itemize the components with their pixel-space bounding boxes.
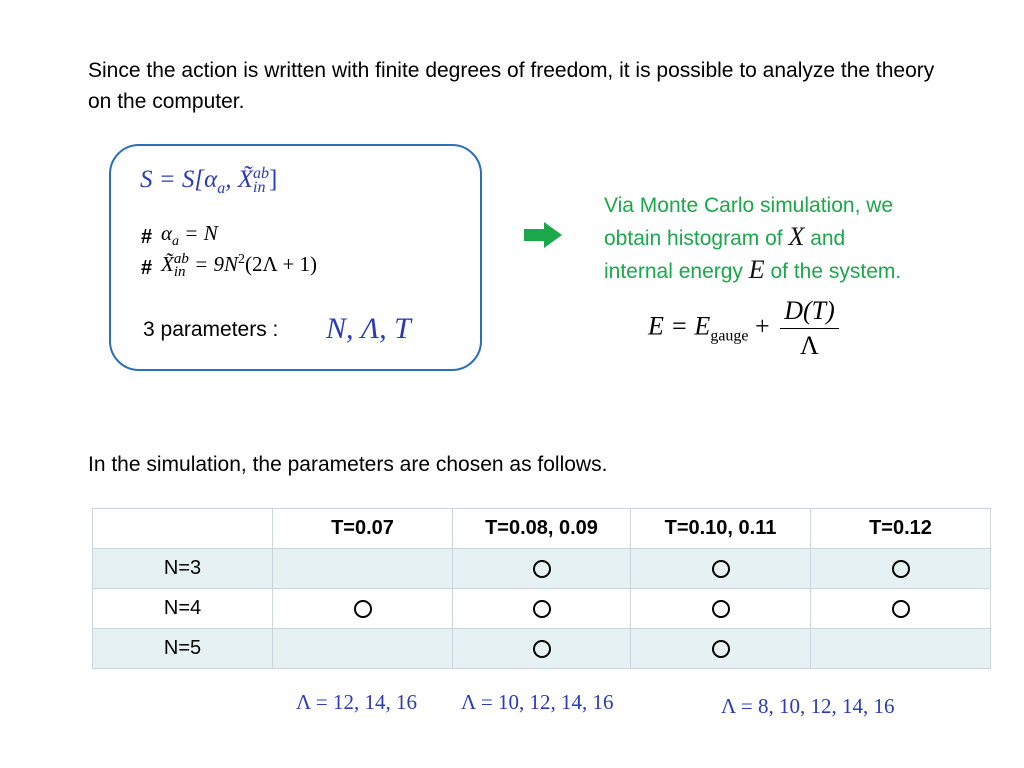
table-cell [810,628,991,669]
right-arrow-icon [524,222,562,248]
table-cell [630,548,811,589]
table-cell [452,588,631,629]
table-row: N=4 [92,588,991,629]
table-header-cell [92,508,273,549]
simulation-text: In the simulation, the parameters are ch… [88,453,608,476]
hash-marker-1: # [141,226,153,248]
circle-icon [353,599,372,618]
table-cell [630,628,811,669]
table-cell [452,628,631,669]
params-label: 3 parameters : [143,318,279,341]
table-header-cell: T=0.08, 0.09 [452,508,631,549]
circle-icon [532,559,551,578]
hash-marker-2: # [141,257,153,279]
table-row: N=3 [92,548,991,589]
var-x: X [788,222,805,251]
table-header-cell: T=0.07 [272,508,453,549]
lambda-values-1: Λ = 12, 14, 16 [296,690,418,714]
constraint-alpha: αa = N [161,221,218,250]
var-e: E [748,255,765,284]
circle-icon [711,639,730,658]
circle-icon [532,639,551,658]
table-cell [630,588,811,629]
mc-line-3: internal energy E of the system. [604,255,902,284]
circle-icon [891,599,910,618]
row-label: N=5 [92,628,273,669]
circle-icon [891,559,910,578]
table-row: N=5 [92,628,991,669]
table-cell [452,548,631,589]
lambda-values-3: Λ = 8, 10, 12, 14, 16 [721,694,895,718]
table-cell [810,548,991,589]
table-cell [810,588,991,629]
params-vars: N, Λ, T [326,312,411,345]
table-cell [272,588,453,629]
row-label: N=4 [92,588,273,629]
table-cell [272,628,453,669]
row-label: N=3 [92,548,273,589]
energy-numerator: D(T) [780,296,839,329]
table-header-cell: T=0.10, 0.11 [630,508,811,549]
intro-text: Since the action is written with finite … [88,59,935,113]
energy-denominator: Λ [800,331,819,360]
table-cell [272,548,453,589]
parameter-table: T=0.07 T=0.08, 0.09 T=0.10, 0.11 T=0.12 … [92,508,991,669]
action-box [109,144,482,371]
monte-carlo-text: Via Monte Carlo simulation, we obtain hi… [604,190,1004,287]
lambda-values-2: Λ = 10, 12, 14, 16 [461,690,614,714]
mc-line-1: Via Monte Carlo simulation, we [604,194,894,217]
circle-icon [711,599,730,618]
mc-line-2: obtain histogram of X and [604,222,846,251]
circle-icon [532,599,551,618]
table-header-row: T=0.07 T=0.08, 0.09 T=0.10, 0.11 T=0.12 [92,508,991,549]
energy-equation: E = Egauge + D(T)Λ [648,296,839,361]
table-header-cell: T=0.12 [810,508,991,549]
circle-icon [711,559,730,578]
